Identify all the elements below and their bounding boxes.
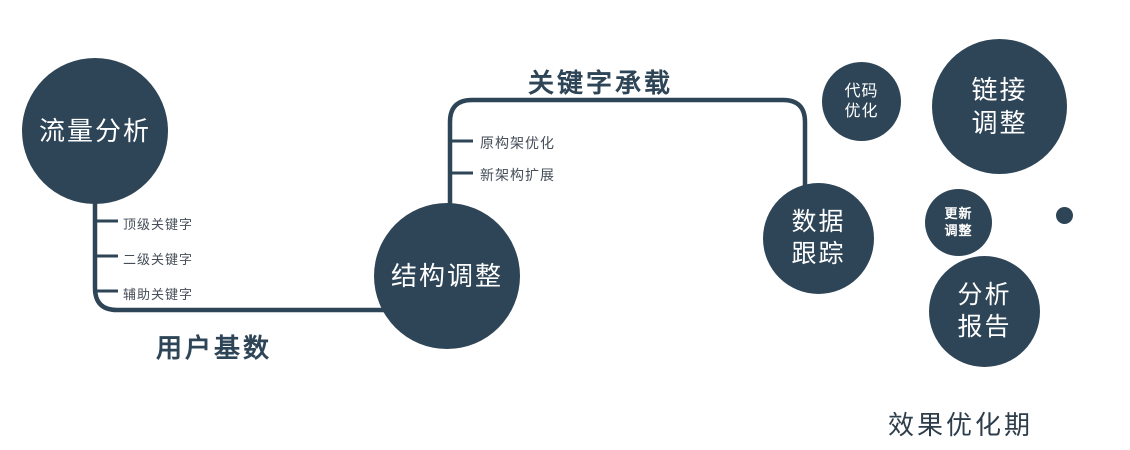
node-data-tracking-line2: 跟踪 bbox=[791, 239, 846, 268]
tick-label-auxiliary-keywords: 辅助关键字 bbox=[123, 287, 194, 302]
node-link-adjust: 链接 调整 bbox=[932, 39, 1067, 174]
node-link-adjust-line1: 链接 bbox=[971, 75, 1028, 105]
node-code-optimization: 代码 优化 bbox=[822, 62, 901, 141]
node-analysis-report: 分析 报告 bbox=[929, 256, 1040, 367]
node-update-adjust-line1: 更新 bbox=[944, 206, 973, 222]
tick-label-new-framework: 新架构扩展 bbox=[480, 167, 555, 183]
footer-effect-optimization-label: 效果优化期 bbox=[888, 410, 1034, 440]
node-update-adjust: 更新 调整 bbox=[925, 189, 992, 256]
node-analysis-report-line2: 报告 bbox=[957, 312, 1012, 341]
tick-label-original-framework: 原构架优化 bbox=[480, 135, 555, 151]
node-traffic-analysis: 流量分析 bbox=[22, 58, 168, 204]
node-code-optimization-line2: 优化 bbox=[844, 102, 879, 120]
node-analysis-report-line1: 分析 bbox=[957, 281, 1012, 310]
node-structure-adjust: 结构调整 bbox=[374, 203, 520, 349]
node-data-tracking-line1: 数据 bbox=[791, 208, 846, 237]
node-structure-adjust-label: 结构调整 bbox=[390, 260, 503, 291]
node-small-dot bbox=[1056, 207, 1073, 224]
node-update-adjust-line2: 调整 bbox=[944, 222, 973, 238]
node-traffic-analysis-label: 流量分析 bbox=[38, 115, 151, 146]
tick-label-secondary-keywords: 二级关键字 bbox=[123, 252, 194, 267]
node-code-optimization-line1: 代码 bbox=[844, 82, 879, 100]
node-data-tracking: 数据 跟踪 bbox=[763, 183, 874, 294]
edge-label-user-base: 用户基数 bbox=[156, 333, 273, 363]
connector-path-user-base bbox=[92, 195, 425, 313]
tick-label-top-keywords: 顶级关键字 bbox=[123, 217, 194, 232]
edge-label-keyword-carry: 关键字承载 bbox=[528, 68, 674, 98]
connector-path-keyword-carry bbox=[447, 97, 808, 215]
node-link-adjust-line2: 调整 bbox=[971, 107, 1028, 138]
